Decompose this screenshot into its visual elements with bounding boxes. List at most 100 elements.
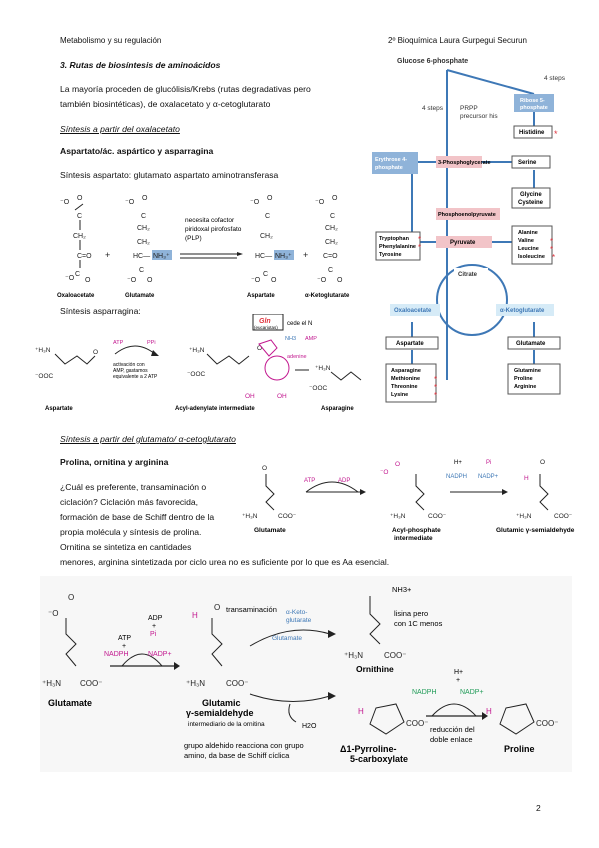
lisina-note-2: con 1C menos [394, 619, 443, 628]
svg-text:COO⁻: COO⁻ [536, 719, 558, 728]
aspartato-subheading: Aspartato/ác. aspártico y asparragina [60, 146, 214, 156]
citrate: Citrate [458, 272, 478, 278]
svg-text:⁺H₃N: ⁺H₃N [189, 347, 205, 354]
activation-1: activación con [113, 362, 145, 368]
asparragina-line: Síntesis asparragina: [60, 306, 141, 316]
bot-atp: ATP [118, 635, 131, 642]
four-steps-right: 4 steps [544, 75, 566, 82]
top-label-glutamate: Glutamate [254, 527, 286, 534]
svg-text:⁻O: ⁻O [60, 199, 70, 206]
svg-text:COO⁻: COO⁻ [80, 679, 102, 688]
threonine-node: Threonine [391, 384, 418, 390]
schiff-note-2: amino, da base de Schiff cíclica [184, 751, 290, 760]
svg-text:COO⁻: COO⁻ [226, 679, 248, 688]
intro-line-2: también biosintéticas), de oxalacetato y… [60, 99, 271, 109]
erythrose-2: phosphate [375, 165, 403, 171]
svg-text:⁻O: ⁻O [125, 199, 135, 206]
compound-oxaloacetate: Oxaloacetate [57, 293, 95, 299]
svg-text:⁻O: ⁻O [65, 275, 75, 282]
nh3-ornithine: NH3+ [392, 585, 412, 594]
star-trp: * [418, 235, 421, 244]
proline-node: Proline [514, 376, 533, 382]
svg-text:⁻O: ⁻O [317, 277, 327, 284]
akg-small-2: glutarate [286, 617, 312, 624]
svg-text:C: C [263, 271, 268, 278]
svg-text:H: H [358, 707, 364, 716]
svg-text:NH₃⁺: NH₃⁺ [275, 253, 292, 260]
svg-text:C=O: C=O [323, 253, 338, 260]
four-steps-left: 4 steps [422, 105, 444, 112]
activation-2: AMP, gastamos [113, 368, 148, 374]
svg-text:⁻OOC: ⁻OOC [35, 373, 54, 380]
svg-text:⁻O: ⁻O [127, 277, 137, 284]
bot-plus-3: + [456, 677, 460, 684]
leucine: Leucine [518, 246, 539, 252]
atp-label: ATP [113, 340, 124, 346]
top-pi: Pi [486, 460, 491, 466]
svg-text:⁻O: ⁻O [250, 199, 260, 206]
gln-note: (eucariotas) [254, 325, 278, 330]
star-ile: * [552, 253, 555, 262]
three-pg: 3-Phosphoglycerate [438, 160, 491, 166]
gln-label: Gln [259, 318, 271, 325]
ornithine-label: Ornithine [356, 664, 394, 674]
para-line-1: ¿Cuál es preferente, transaminación o [60, 482, 207, 492]
prolina-subheading: Prolina, ornitina y arginina [60, 457, 169, 467]
svg-text:O: O [332, 195, 338, 202]
svg-text:+: + [303, 250, 308, 260]
svg-text:HC—: HC— [255, 253, 272, 260]
phenylalanine: Phenylalanine [379, 244, 416, 250]
svg-text:+: + [105, 250, 110, 260]
svg-text:H: H [524, 475, 529, 482]
svg-text:O: O [267, 195, 273, 202]
bot-nadp: NADP+ [148, 651, 172, 658]
prpp-2: precursor his [460, 113, 498, 120]
oxalacetato-heading: Síntesis a partir del oxalacetato [60, 124, 180, 134]
bot-h-plus: H+ [454, 669, 463, 676]
histidine: Histidine [519, 130, 545, 136]
para-line-3: formación de base de Schiff dentro de la [60, 512, 215, 522]
svg-text:O: O [77, 195, 83, 202]
para-line-4: propia molécula y síntesis de prolina. [60, 527, 202, 537]
svg-text:⁻OOC: ⁻OOC [309, 385, 328, 392]
svg-text:C: C [141, 213, 146, 220]
schiff-note-1: grupo aldehido reacciona con grupo [184, 741, 304, 750]
svg-text:O: O [85, 277, 91, 284]
lisina-note-1: lisina pero [394, 609, 428, 618]
svg-text:⁺H₃N: ⁺H₃N [344, 651, 363, 660]
tryptophan: Tryptophan [379, 236, 410, 242]
svg-text:O: O [147, 277, 153, 284]
bot-adp: ADP [148, 615, 163, 622]
svg-text:H: H [192, 611, 198, 620]
star-leu: * [550, 245, 553, 254]
svg-text:CH₂: CH₂ [137, 239, 150, 246]
bot-pi: Pi [150, 631, 157, 638]
valine: Valine [518, 238, 534, 244]
top-nadp: NADP+ [478, 474, 499, 480]
top-atp: ATP [304, 478, 315, 484]
pyruvate: Pyruvate [450, 240, 476, 246]
erythrose-1: Erythrose 4- [375, 157, 407, 163]
bot-nadp-2: NADP+ [460, 689, 484, 696]
top-adp: ADP [338, 478, 350, 484]
transaminacion: transaminación [226, 605, 277, 614]
adenine-label: adenine [287, 354, 307, 360]
svg-text:COO⁻: COO⁻ [428, 513, 447, 520]
svg-text:C: C [330, 213, 335, 220]
nh3-label: NH3 [285, 336, 296, 342]
svg-text:⁺H₃N: ⁺H₃N [315, 365, 331, 372]
svg-text:C: C [328, 267, 333, 274]
aspartate-node: Aspartate [396, 341, 424, 347]
bot-nadph: NADPH [104, 651, 129, 658]
svg-text:COO⁻: COO⁻ [406, 719, 428, 728]
svg-text:C: C [265, 213, 270, 220]
svg-text:O: O [142, 195, 148, 202]
akg-small-1: α-Keto- [286, 609, 307, 616]
svg-text:⁻O: ⁻O [48, 609, 58, 618]
cofactor-note-1: necesita cofactor [185, 217, 235, 224]
isoleucine: Isoleucine [518, 254, 545, 260]
